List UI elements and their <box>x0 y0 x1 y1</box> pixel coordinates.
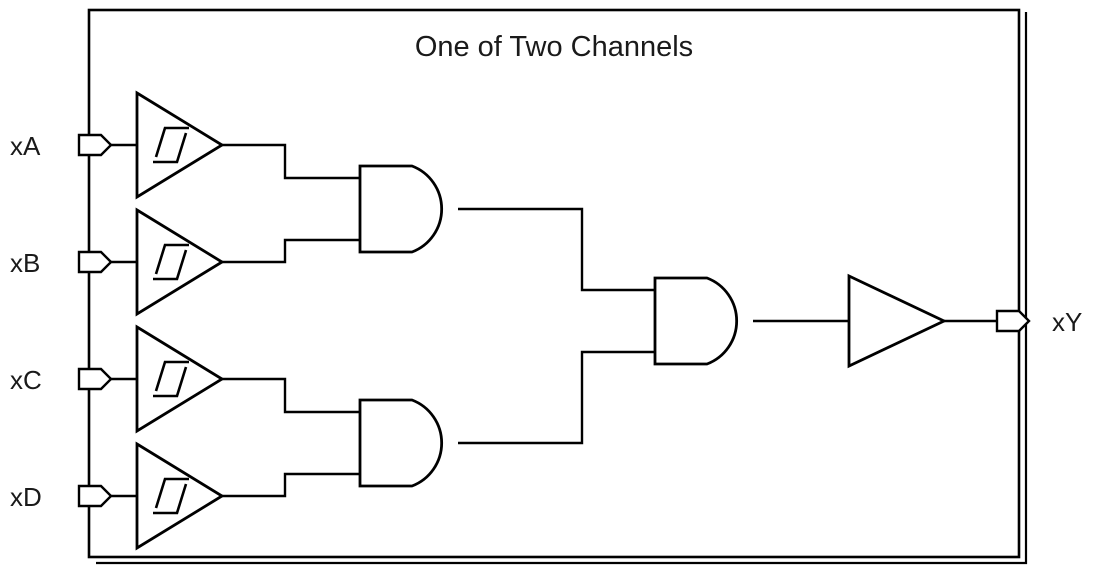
schmitt-a-body[interactable] <box>135 90 225 200</box>
and-gate-final-body[interactable] <box>653 276 739 366</box>
and-gate-ab-body[interactable] <box>358 164 444 254</box>
and-gate-final[interactable] <box>653 276 849 366</box>
input-pin-xC[interactable] <box>77 367 113 391</box>
input-label-xC: xC <box>10 365 42 395</box>
schmitt-trigger-buffer-c[interactable] <box>135 324 360 434</box>
input-label-xA: xA <box>10 131 41 161</box>
package-outline-outer <box>87 8 1021 559</box>
schmitt-b-body[interactable] <box>135 207 225 317</box>
input-pin-xA[interactable] <box>77 133 113 157</box>
page-title: One of Two Channels <box>415 31 693 63</box>
output-buffer-body[interactable] <box>847 273 948 369</box>
hysteresis-icon <box>153 126 189 164</box>
input-pin-xD-group[interactable]: xD <box>10 482 137 512</box>
input-pin-xB[interactable] <box>77 250 113 274</box>
and-gate-cd[interactable] <box>358 350 655 488</box>
output-buffer[interactable] <box>847 273 997 369</box>
wire-schmitt-c-out <box>222 377 360 414</box>
wire-schmitt-b-out <box>222 238 360 264</box>
and-gate-cd-body[interactable] <box>358 398 444 488</box>
output-pin-xY[interactable] <box>995 309 1031 333</box>
input-label-xD: xD <box>10 482 42 512</box>
input-pin-xB-group[interactable]: xB <box>10 248 137 278</box>
schmitt-c-body[interactable] <box>135 324 225 434</box>
schmitt-trigger-buffer-d[interactable] <box>135 441 360 551</box>
package-outline <box>87 8 1028 565</box>
wire-and-ab-out <box>458 207 655 292</box>
hysteresis-icon <box>153 477 189 515</box>
package-outline-inner <box>96 12 1028 565</box>
wire-and-cd-out <box>458 350 655 445</box>
wire-schmitt-a-out <box>222 143 360 180</box>
wire-schmitt-d-out <box>222 472 360 498</box>
output-label-xY: xY <box>1052 307 1082 337</box>
input-pin-xD[interactable] <box>77 484 113 508</box>
hysteresis-icon <box>153 243 189 281</box>
schmitt-trigger-buffer-a[interactable] <box>135 90 360 200</box>
input-pin-xC-group[interactable]: xC <box>10 365 137 395</box>
schmitt-d-body[interactable] <box>135 441 225 551</box>
input-pin-xA-group[interactable]: xA <box>10 131 137 161</box>
schmitt-trigger-buffer-b[interactable] <box>135 207 360 317</box>
hysteresis-icon <box>153 360 189 398</box>
input-label-xB: xB <box>10 248 40 278</box>
and-gate-ab[interactable] <box>358 164 655 292</box>
output-pin-xY-group[interactable]: xY <box>995 307 1082 337</box>
